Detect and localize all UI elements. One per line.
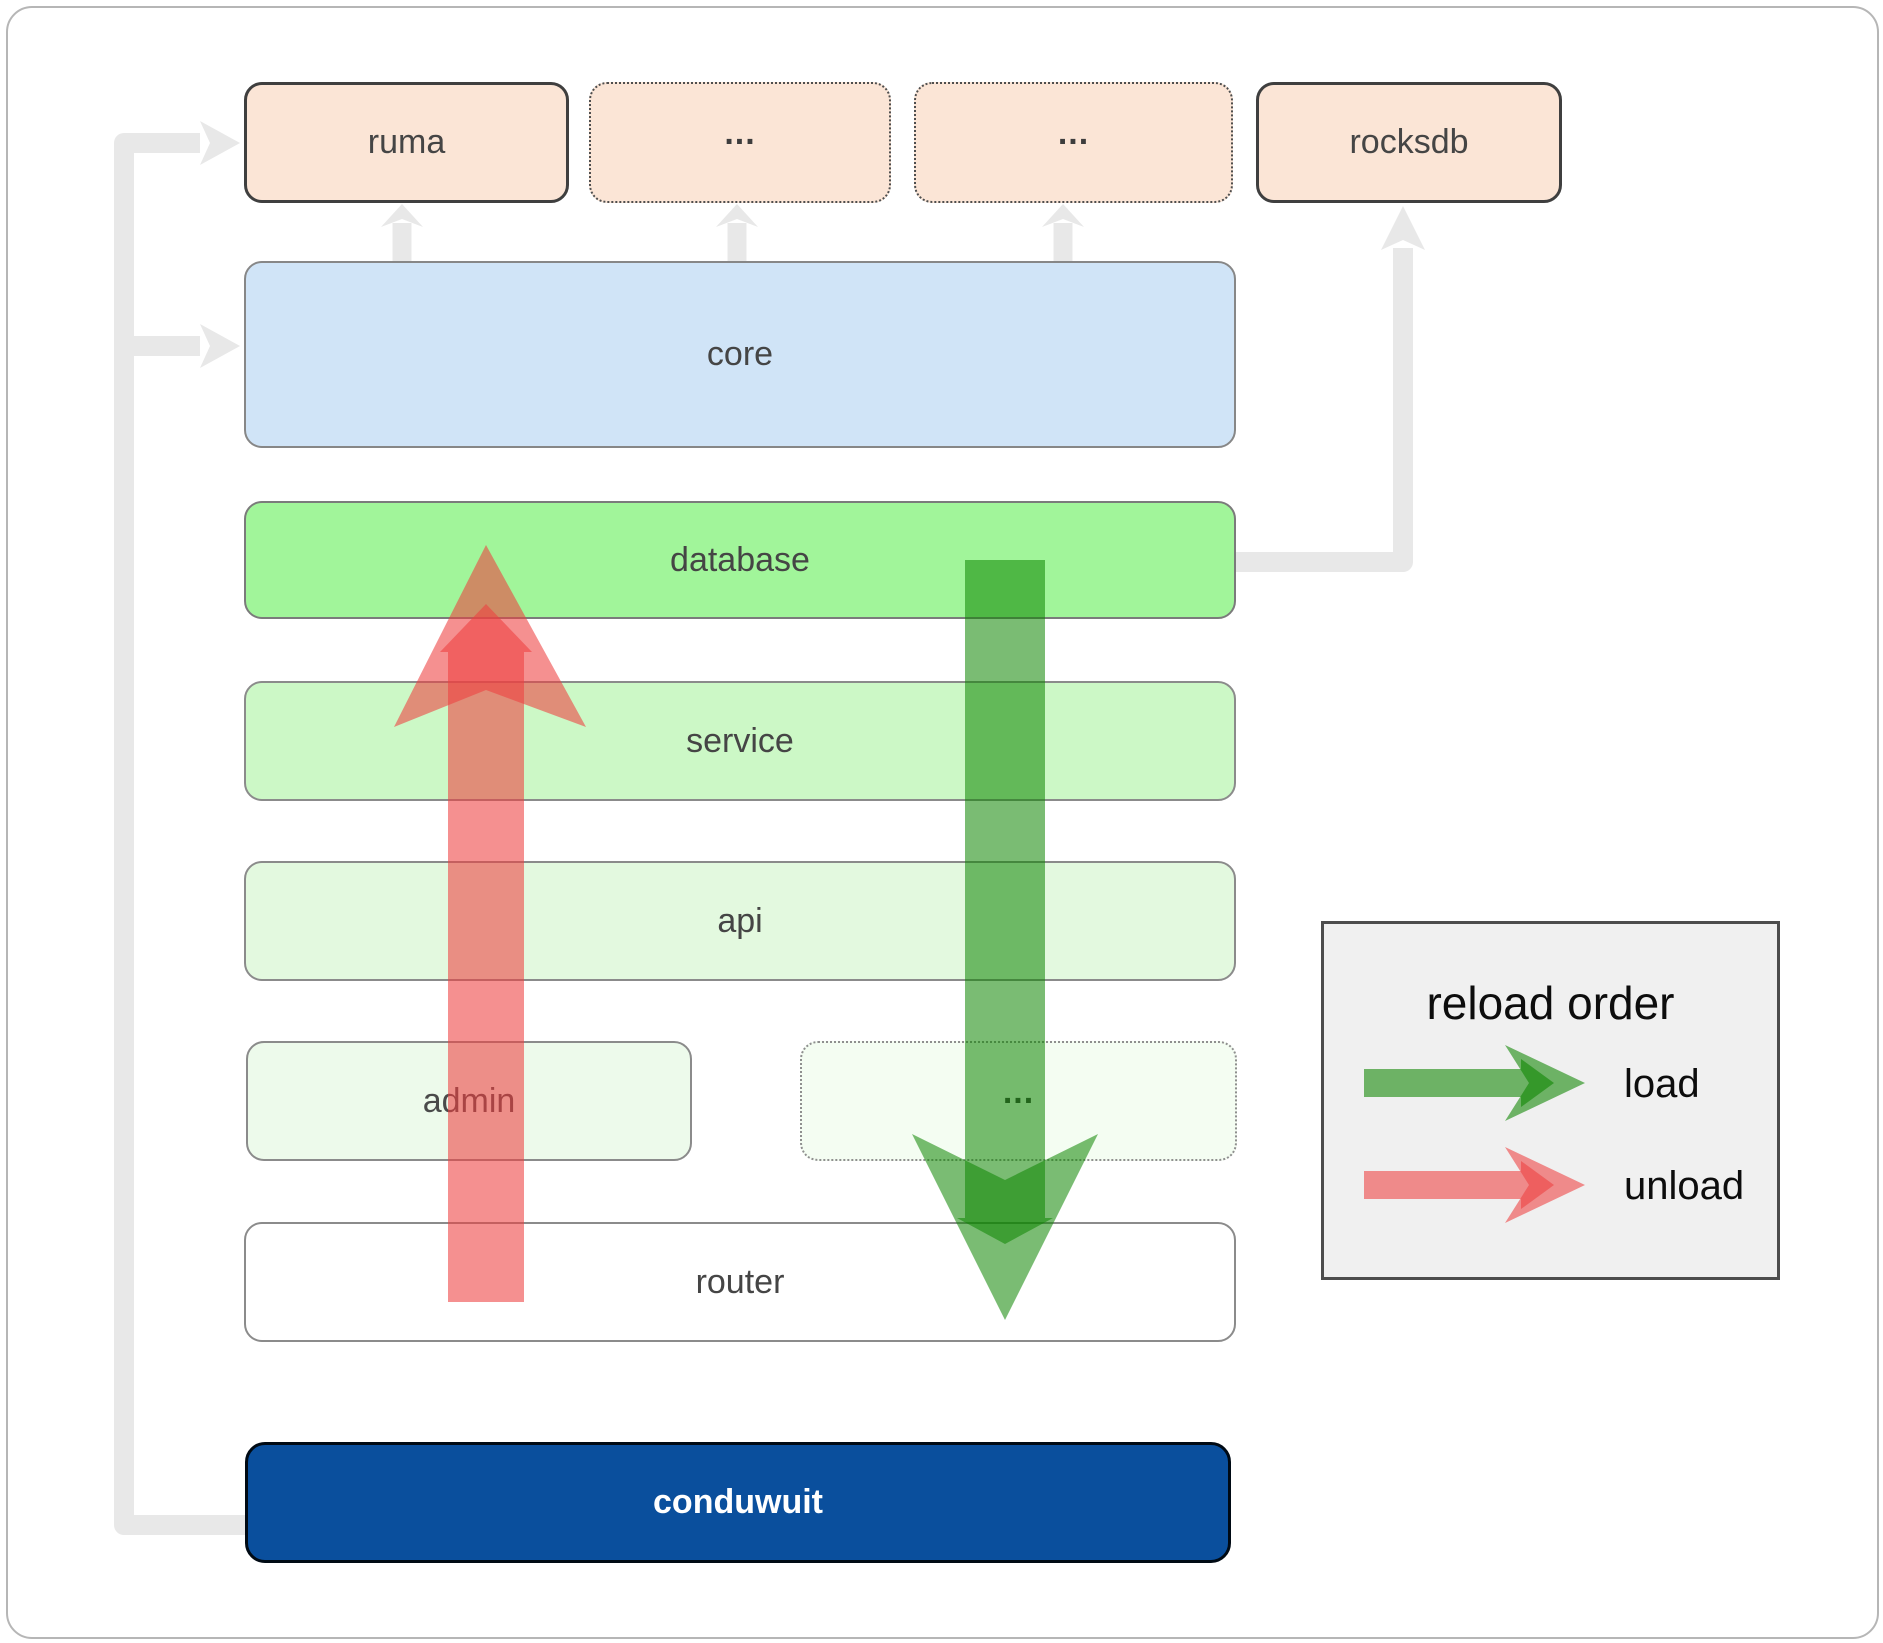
arrowhead-up-dots2-icon [1042,204,1084,227]
node-api: api [244,861,1236,981]
node-ellipsis-1-label: ... [724,114,756,152]
unload-arrow-head-icon [394,545,586,727]
load-arrow-icon [1364,1045,1585,1121]
node-ellipsis-2: ... [914,82,1233,203]
node-ruma: ruma [244,82,569,203]
node-api-label: api [717,901,763,940]
arrowhead-into-rocksdb-icon [1381,206,1425,250]
arrowhead-into-ruma-icon [200,121,240,165]
node-database: database [244,501,1236,619]
node-ruma-label: ruma [367,123,446,161]
node-router: router [244,1222,1236,1342]
node-conduwuit: conduwuit [245,1442,1231,1563]
load-arrow-shaft-icon [957,560,1053,1244]
node-conduwuit-label: conduwuit [653,1483,823,1521]
legend-label-unload: unload [1624,1164,1745,1208]
arrowhead-up-ruma-icon [381,204,423,227]
arrowhead-into-core-icon [200,324,240,368]
arrowhead-up-dots1-icon [716,204,758,227]
node-router-label: router [695,1262,785,1301]
node-database-label: database [670,540,810,579]
legend-label-load: load [1624,1062,1700,1106]
load-arrow-head-icon [912,1134,1098,1320]
node-rocksdb: rocksdb [1256,82,1562,203]
database-to-rocksdb-connector [1236,248,1413,572]
unload-arrow-icon [1364,1147,1585,1223]
node-core: core [244,261,1236,448]
node-rocksdb-label: rocksdb [1349,123,1469,161]
legend-reload-order: reload order load unload [1321,921,1780,1280]
node-ellipsis-1: ... [589,82,891,203]
unload-arrow-shaft-icon [440,604,532,1302]
node-service-label: service [686,721,794,760]
node-core-label: core [706,335,774,373]
node-ellipsis-2-label: ... [1057,114,1090,152]
legend-title: reload order [1426,977,1675,1029]
conduwuit-to-ruma-connector [114,133,245,1535]
